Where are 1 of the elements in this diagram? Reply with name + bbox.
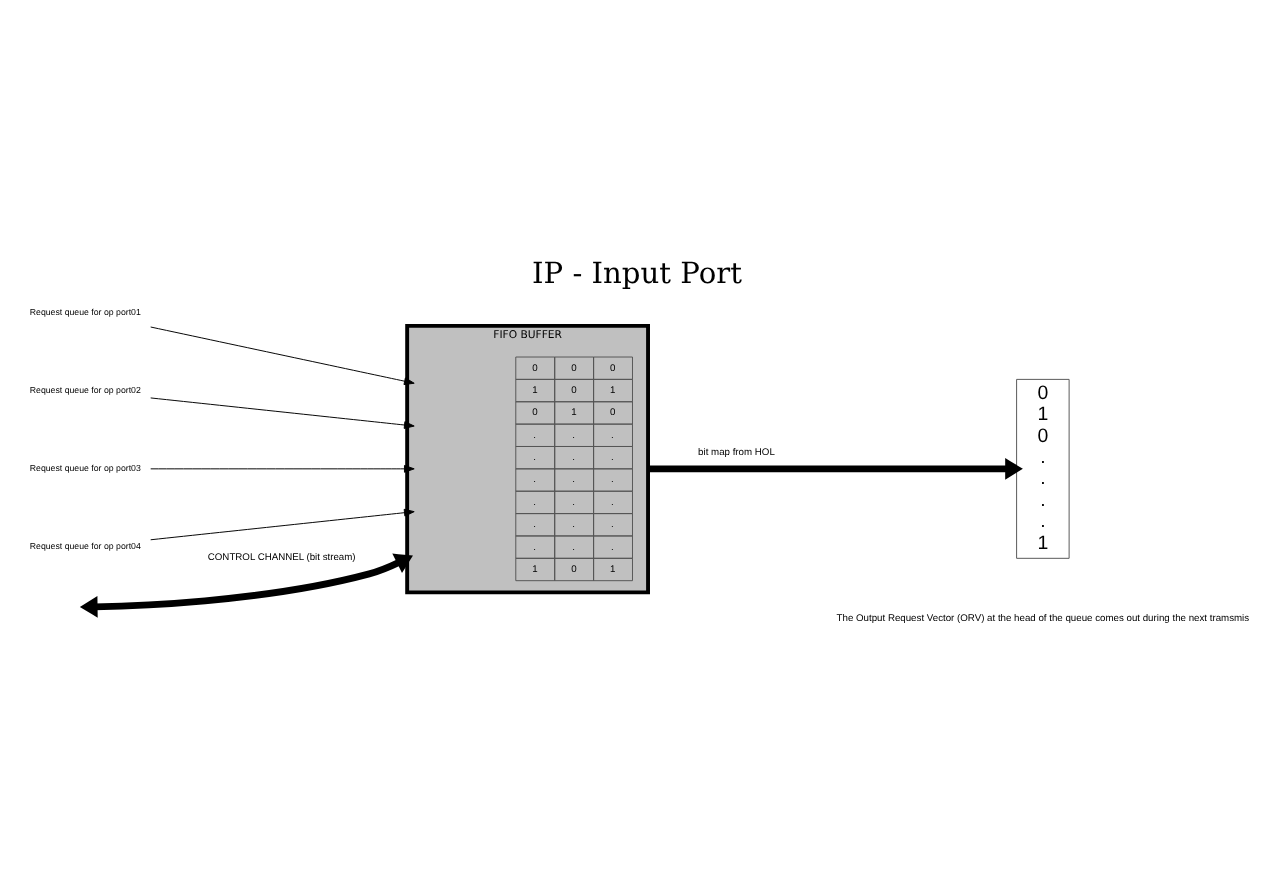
- diagram-title: IP - Input Port: [532, 256, 742, 291]
